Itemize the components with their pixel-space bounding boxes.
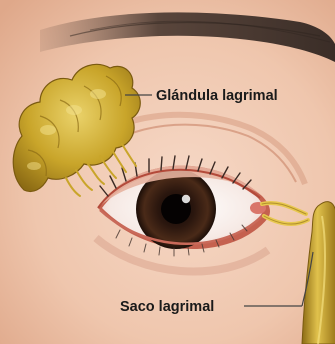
iris-highlight — [182, 195, 190, 203]
label-lacrimal-sac: Saco lagrimal — [120, 299, 214, 315]
label-lacrimal-gland: Glándula lagrimal — [156, 88, 278, 104]
